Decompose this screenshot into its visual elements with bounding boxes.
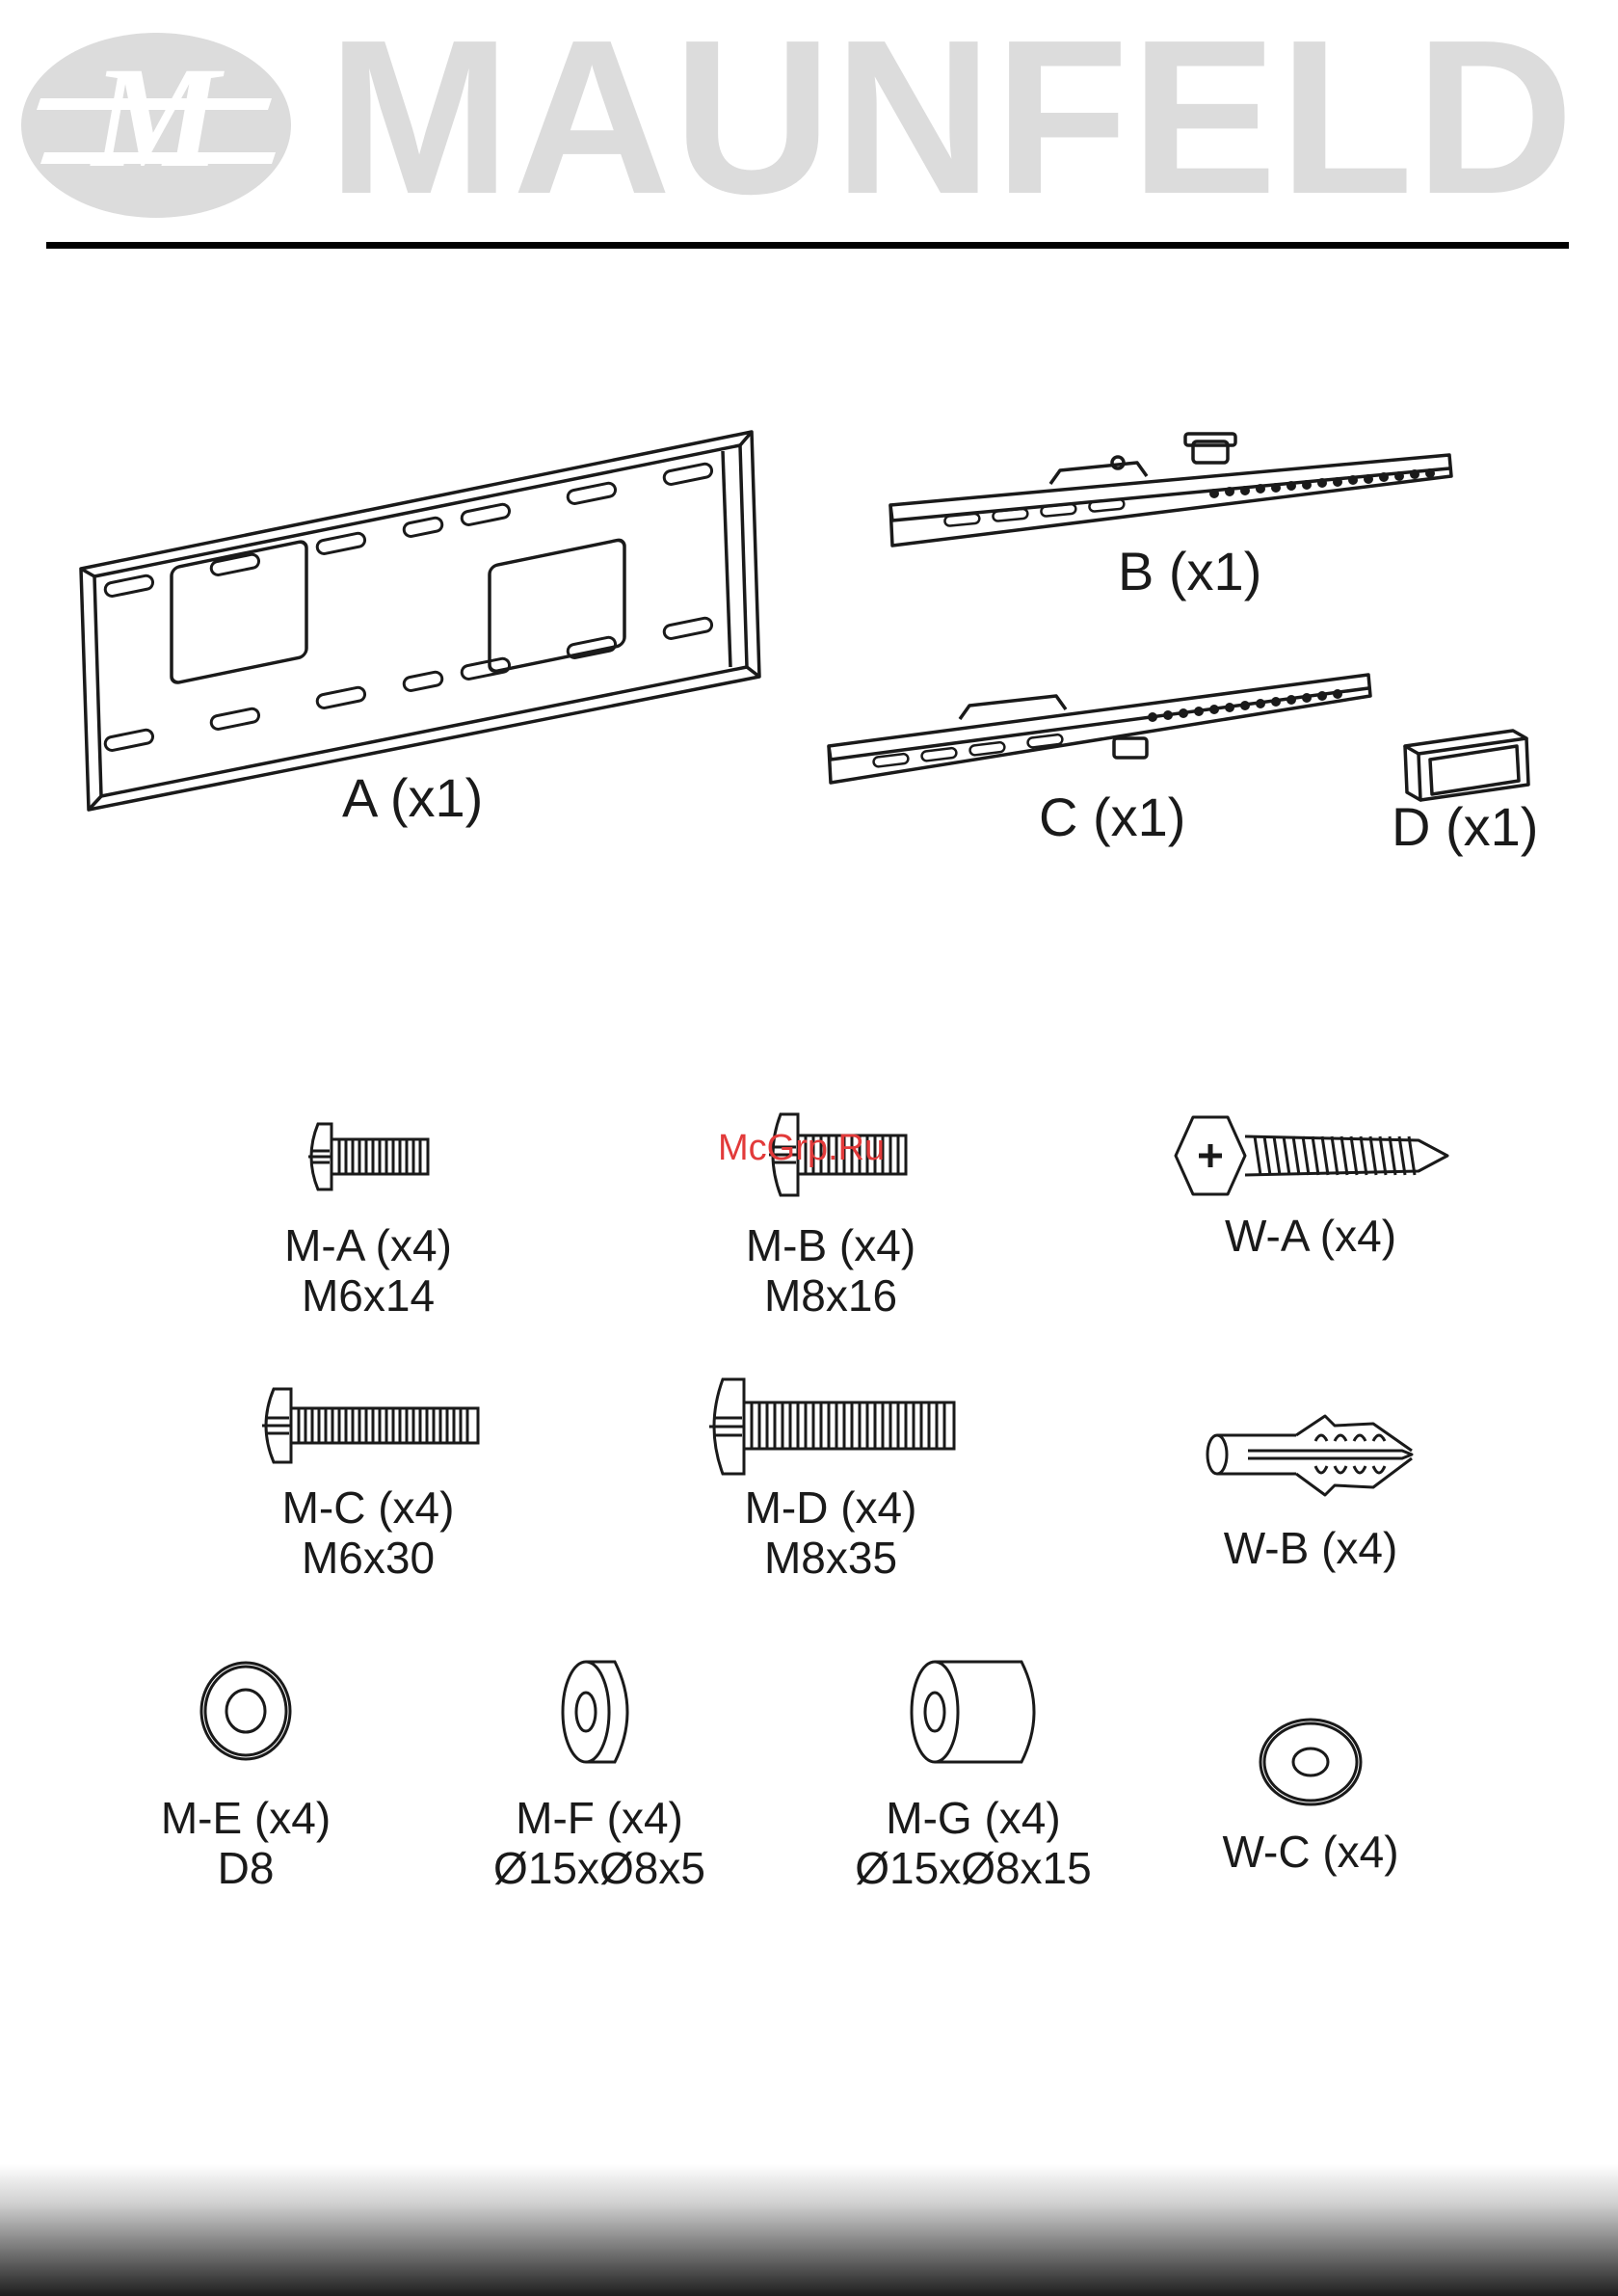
hardware-label-m-e: M-E (x4) D8 [101, 1793, 390, 1893]
spacer-icon [557, 1658, 644, 1766]
wall-anchor-icon [1200, 1412, 1421, 1499]
arm-b-drawing [887, 424, 1455, 549]
wall-plate-drawing [75, 424, 769, 810]
lag-bolt-icon [1166, 1113, 1455, 1200]
hardware-size: Ø15xØ8x5 [455, 1843, 744, 1893]
hardware-label-w-a: W-A (x4) [1166, 1211, 1455, 1261]
part-a-label: A (x1) [342, 771, 483, 825]
hardware-label-m-f: M-F (x4) Ø15xØ8x5 [455, 1793, 744, 1893]
brand-logo-icon: M [21, 29, 291, 222]
watermark: McGrp.Ru [718, 1128, 885, 1169]
hardware-label-m-g: M-G (x4) Ø15xØ8x15 [829, 1793, 1118, 1893]
pan-head-screw-icon [301, 1118, 436, 1195]
hardware-name: M-G (x4) [829, 1793, 1118, 1843]
part-c-label: C (x1) [1039, 790, 1185, 844]
header-rule [46, 242, 1569, 249]
washer-icon [198, 1658, 294, 1764]
hardware-size: M6x30 [224, 1533, 513, 1583]
hardware-label-m-b: M-B (x4) M8x16 [686, 1220, 975, 1321]
hardware-name: M-F (x4) [455, 1793, 744, 1843]
brand-name: MAUNFELD [328, 8, 1576, 227]
pan-head-screw-icon [702, 1374, 962, 1480]
brand-logo: M [21, 29, 291, 222]
hardware-label-w-c: W-C (x4) [1166, 1827, 1455, 1877]
hardware-name: M-B (x4) [686, 1220, 975, 1270]
hardware-name: W-C (x4) [1166, 1827, 1455, 1877]
hardware-label-m-d: M-D (x4) M8x35 [686, 1482, 975, 1583]
hardware-name: M-D (x4) [686, 1482, 975, 1533]
hardware-label-m-a: M-A (x4) M6x14 [224, 1220, 513, 1321]
hardware-label-m-c: M-C (x4) M6x30 [224, 1482, 513, 1583]
hardware-size: M8x35 [686, 1533, 975, 1583]
arm-c-drawing [825, 665, 1374, 790]
washer-icon [1258, 1716, 1364, 1808]
hardware-size: D8 [101, 1843, 390, 1893]
hardware-label-w-b: W-B (x4) [1166, 1523, 1455, 1573]
part-b-label: B (x1) [1118, 545, 1261, 599]
hardware-size: Ø15xØ8x15 [829, 1843, 1118, 1893]
hardware-name: W-B (x4) [1166, 1523, 1455, 1573]
hardware-size: M8x16 [686, 1270, 975, 1321]
footer-bar [0, 2164, 1618, 2296]
hardware-name: M-C (x4) [224, 1482, 513, 1533]
hardware-name: W-A (x4) [1166, 1211, 1455, 1261]
pan-head-screw-icon [254, 1383, 486, 1470]
cap-d-drawing [1397, 721, 1532, 808]
hardware-name: M-A (x4) [224, 1220, 513, 1270]
spacer-icon [906, 1658, 1050, 1766]
hardware-name: M-E (x4) [101, 1793, 390, 1843]
part-d-label: D (x1) [1392, 800, 1538, 854]
logo-letter: M [90, 38, 225, 198]
hardware-size: M6x14 [224, 1270, 513, 1321]
